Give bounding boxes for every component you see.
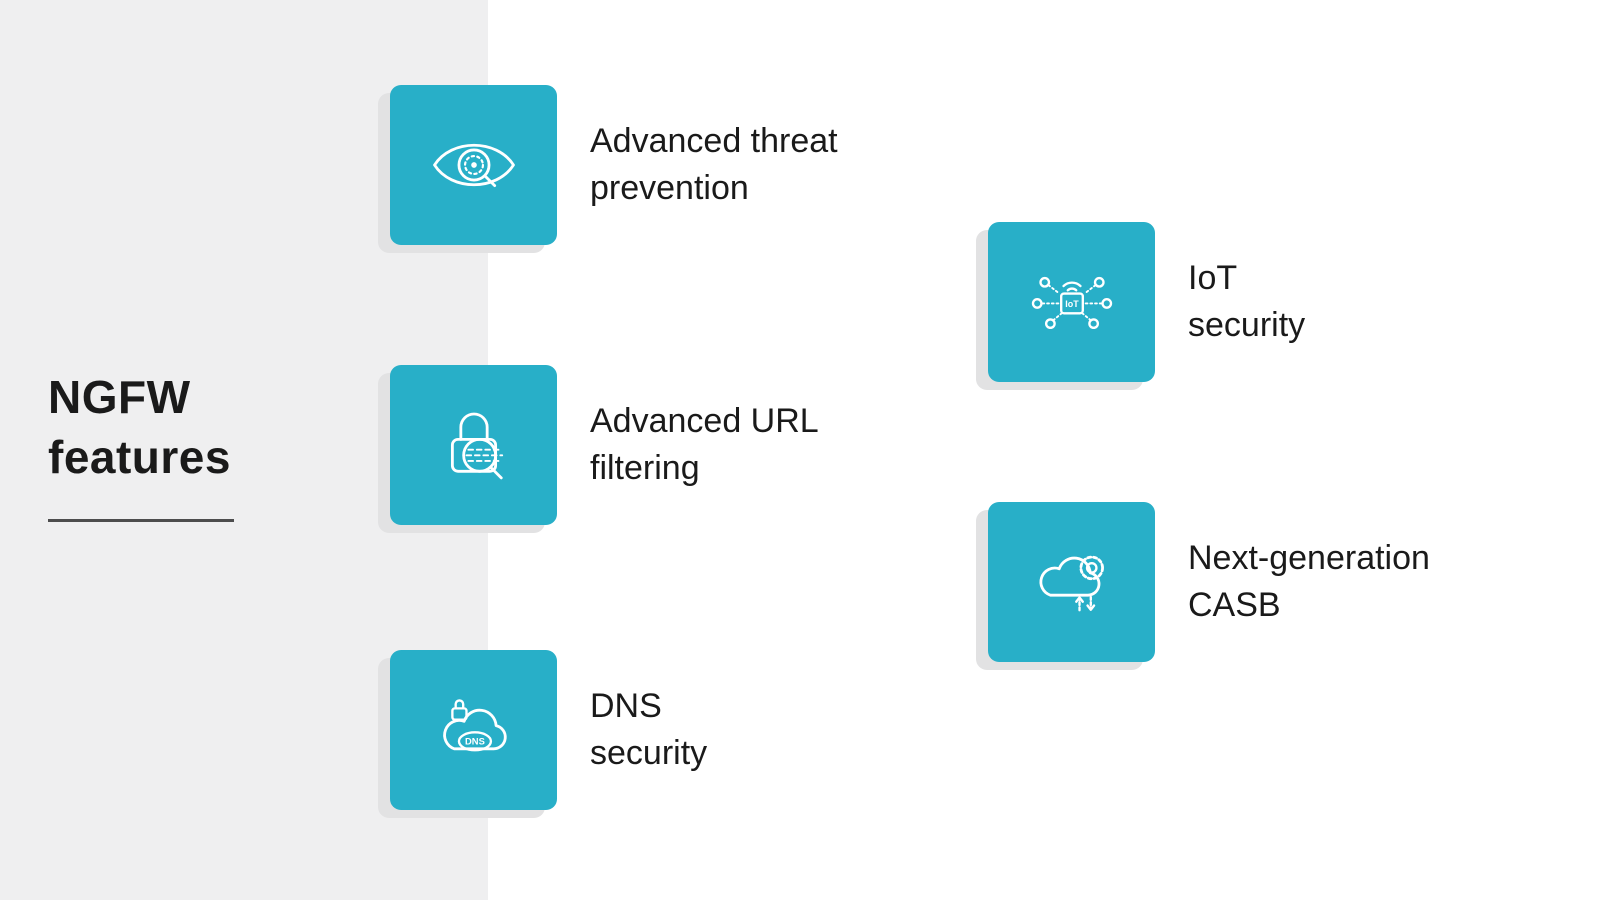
feature-label: Next-generation CASB <box>1188 539 1430 624</box>
dns-icon-label: DNS <box>465 736 485 747</box>
feature-next-generation-casb: Next-generation CASB <box>976 502 1430 670</box>
url-filtering-lock-icon <box>450 412 503 480</box>
feature-advanced-threat-prevention: Advanced threat prevention <box>378 85 838 253</box>
iot-icon-label: IoT <box>1065 299 1079 309</box>
tile-face <box>390 85 557 245</box>
feature-tile <box>976 502 1155 670</box>
tile-face: IoT <box>988 222 1155 382</box>
feature-dns-security: DNS DNS security <box>378 650 707 818</box>
feature-tile: IoT <box>976 222 1155 390</box>
title-underline <box>48 519 234 522</box>
threat-prevention-eye-icon <box>432 144 515 188</box>
feature-label: IoT security <box>1188 259 1306 344</box>
feature-iot-security: IoT IoT security <box>976 222 1305 390</box>
tile-face: DNS <box>390 650 557 810</box>
tile-face <box>988 502 1155 662</box>
feature-tile <box>378 365 557 533</box>
feature-tile <box>378 85 557 253</box>
feature-label: Advanced threat prevention <box>590 122 838 207</box>
casb-cloud-gear-icon <box>1038 555 1104 612</box>
iot-security-network-icon: IoT <box>1031 276 1112 330</box>
feature-advanced-url-filtering: Advanced URL filtering <box>378 365 819 533</box>
feature-tile: DNS <box>378 650 557 818</box>
dns-security-cloud-icon: DNS <box>442 699 507 752</box>
page-title: NGFW features <box>48 371 231 483</box>
feature-label: Advanced URL filtering <box>590 402 819 487</box>
tile-face <box>390 365 557 525</box>
feature-label: DNS security <box>590 687 708 772</box>
